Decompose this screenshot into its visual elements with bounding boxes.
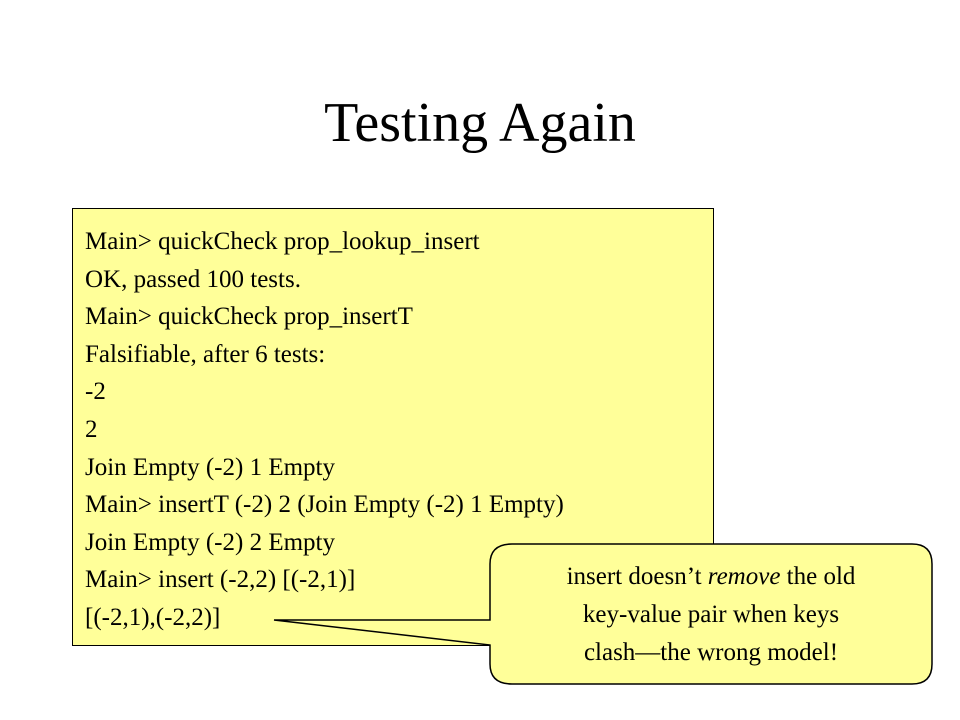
terminal-line: Falsifiable, after 6 tests: [85,340,326,368]
terminal-line: Main> insertT (-2) 2 (Join Empty (-2) 1 … [85,491,564,519]
terminal-line: 2 [85,415,98,443]
callout-line-1: insert doesn’t remove the old [566,563,856,590]
callout-emphasis: remove [707,563,781,590]
callout-text: insert doesn’t remove the old key-value … [490,558,932,672]
terminal-line: [(-2,1),(-2,2)] [85,603,221,631]
terminal-line: Main> quickCheck prop_lookup_insert [85,228,480,255]
terminal-line: Main> quickCheck prop_insertT [85,303,413,331]
slide-title: Testing Again [324,92,636,154]
callout-line-2: key-value pair when keys [582,601,840,628]
terminal-line: Join Empty (-2) 1 Empty [85,453,335,481]
terminal-line: Join Empty (-2) 2 Empty [85,528,335,556]
callout-line-3: clash—the wrong model! [583,639,839,666]
terminal-line: OK, passed 100 tests. [85,265,301,293]
terminal-line: -2 [85,378,106,406]
